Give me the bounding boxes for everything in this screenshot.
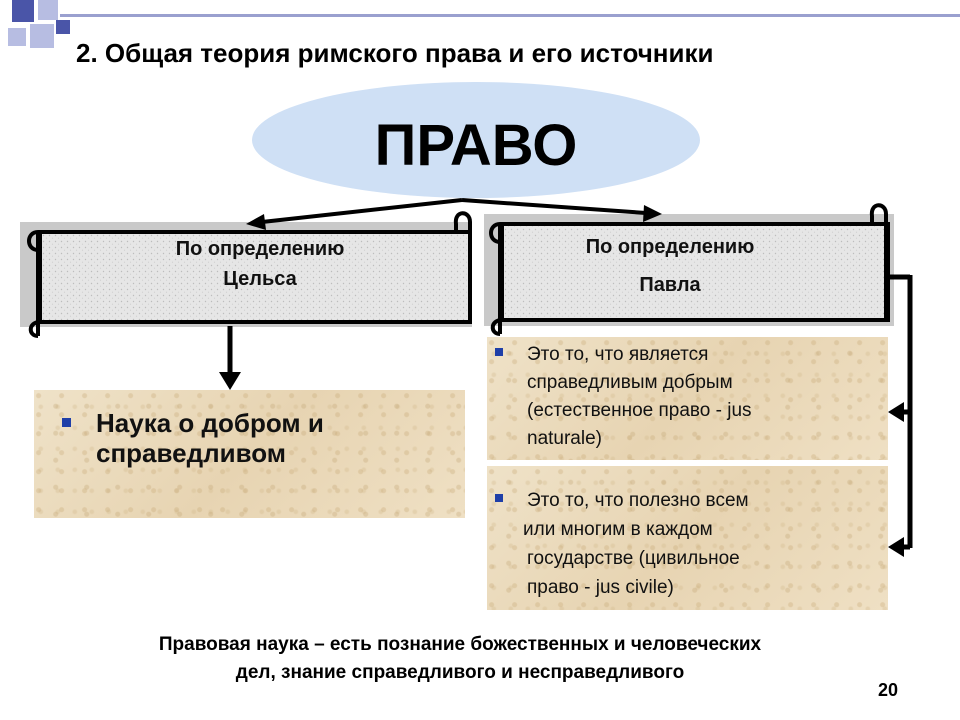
corner-square-light: [38, 0, 58, 20]
celsus-heading-line2: Цельса: [223, 268, 297, 290]
corner-square-light: [30, 24, 54, 48]
celsus-definition-line1: Наука о добром и: [96, 408, 324, 438]
bullet-icon: [62, 418, 71, 427]
corner-square-dark: [12, 0, 34, 22]
slide-title: 2. Общая теория римского права и его ист…: [76, 38, 714, 68]
footer-note-line1: Правовая наука – есть познание божествен…: [158, 634, 762, 655]
paulus-item-1-line2: справедливым добрым: [527, 372, 733, 393]
paulus-item-1-text: Это то, что является справедливым добрым…: [527, 341, 752, 453]
celsus-down-arrow: [219, 326, 241, 390]
paulus-item-1-line1: Это то, что является: [527, 344, 709, 365]
paulus-item-2-line1: Это то, что полезно всем: [527, 490, 749, 511]
celsus-definition-box: Наука о добром и справедливом: [34, 390, 465, 518]
paulus-scroll: [484, 203, 894, 336]
page-number: 20: [878, 680, 899, 700]
paulus-item-2-line3: государстве (цивильное: [527, 548, 740, 569]
corner-square-light: [8, 28, 26, 46]
paulus-item-1-line4: naturale): [527, 428, 602, 449]
pravo-label: ПРАВО: [374, 112, 578, 178]
bullet-icon: [495, 348, 503, 356]
paulus-heading: По определению Павла: [460, 228, 880, 304]
celsus-definition: Наука о добром и справедливом: [96, 408, 324, 468]
bullet-icon: [495, 494, 503, 502]
header-rule: [60, 14, 960, 17]
paulus-item-2-text: Это то, что полезно всем или многим в ка…: [523, 486, 749, 602]
celsus-definition-line2: справедливом: [96, 438, 287, 468]
paulus-item-natural-law: Это то, что является справедливым добрым…: [487, 337, 888, 460]
paulus-item-1-line3: (естественное право - jus: [527, 400, 752, 421]
celsus-heading-line1: По определению: [175, 238, 345, 260]
pravo-ellipse: [252, 82, 700, 198]
paulus-item-2-line4: право - jus civile): [527, 577, 674, 598]
paulus-heading-line2: Павла: [639, 274, 701, 296]
branch-arrows: [246, 198, 662, 230]
paulus-item-2-line2: или многим в каждом: [523, 519, 713, 540]
corner-square-dark: [56, 20, 70, 34]
footer-note: Правовая наука – есть познание божествен…: [0, 631, 920, 687]
footer-note-line2: дел, знание справедливого и несправедлив…: [235, 662, 685, 683]
paulus-bracket-connector: [888, 274, 913, 557]
paulus-item-civil-law: Это то, что полезно всем или многим в ка…: [487, 466, 888, 610]
paulus-heading-line1: По определению: [585, 236, 755, 258]
celsus-heading: По определению Цельса: [50, 234, 470, 294]
celsus-scroll: [20, 211, 472, 338]
